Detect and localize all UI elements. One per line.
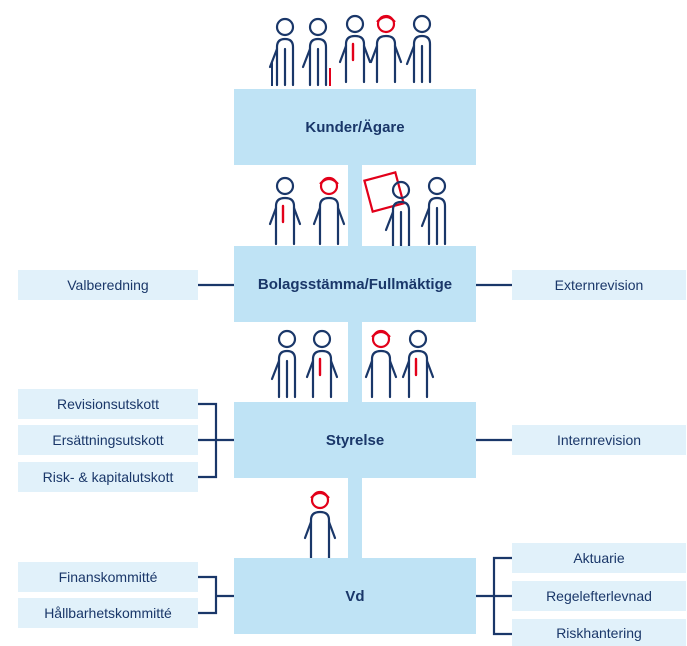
box-risk-kapitalutskott-label: Risk- & kapitalutskott [42,469,174,485]
box-riskhantering: Riskhantering [512,619,686,646]
box-revisionsutskott-label: Revisionsutskott [57,396,159,412]
box-ersattningsutskott: Ersättningsutskott [18,425,198,455]
box-aktuarie-label: Aktuarie [573,550,625,566]
box-externrevision-label: Externrevision [554,277,644,293]
box-ersattningsutskott-label: Ersättningsutskott [52,432,164,448]
box-regelefterlevnad: Regelefterlevnad [512,581,686,611]
shareholder-icon [268,171,447,250]
box-valberedning: Valberedning [18,270,198,300]
box-bolagsstamma: Bolagsstämma/Fullmäktige [234,246,476,322]
box-revisionsutskott: Revisionsutskott [18,389,198,419]
box-risk-kapitalutskott: Risk- & kapitalutskott [18,462,198,492]
box-hallbarhetskommitte: Hållbarhetskommitté [18,598,198,628]
box-kunder-label: Kunder/Ägare [305,118,405,136]
box-vd: Vd [234,558,476,634]
box-kunder: Kunder/Ägare [234,89,476,165]
box-valberedning-label: Valberedning [67,277,149,293]
box-riskhantering-label: Riskhantering [556,624,642,641]
box-bolagsstamma-label: Bolagsstämma/Fullmäktige [257,275,453,293]
box-regelefterlevnad-label: Regelefterlevnad [546,588,652,604]
box-styrelse-label: Styrelse [325,431,385,449]
box-finanskommitte: Finanskommitté [18,562,198,592]
box-aktuarie: Aktuarie [512,543,686,573]
box-hallbarhetskommitte-label: Hållbarhetskommitté [44,605,172,621]
box-internrevision-label: Internrevision [556,432,642,448]
box-styrelse: Styrelse [234,402,476,478]
box-finanskommitte-label: Finanskommitté [58,569,158,585]
people-group-icon [268,14,432,87]
box-externrevision: Externrevision [512,270,686,300]
ceo-icon [303,490,337,560]
box-vd-label: Vd [345,587,365,605]
box-internrevision: Internrevision [512,425,686,455]
